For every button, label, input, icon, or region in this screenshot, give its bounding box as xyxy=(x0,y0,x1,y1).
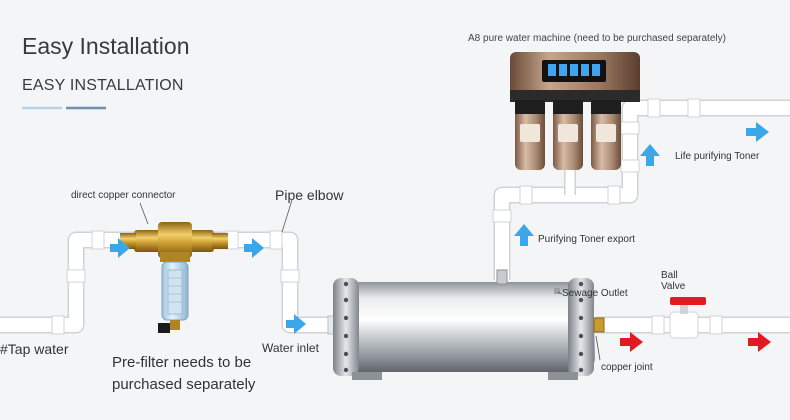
arrow-right-red-icon xyxy=(748,332,771,352)
copper-joint-label: copper joint xyxy=(601,362,653,373)
water-inlet-label: Water inlet xyxy=(262,341,319,355)
toner-export-label: Purifying Toner export xyxy=(538,234,636,245)
flow-arrows xyxy=(110,122,771,352)
arrow-up-blue-icon xyxy=(514,224,534,246)
pre-filter xyxy=(120,222,228,333)
prefilter-label-line2: purchased separately xyxy=(112,376,256,393)
arrow-up-blue-icon xyxy=(640,144,660,166)
arrow-right-blue-icon xyxy=(110,238,130,258)
sewage-outlet-label: Sewage Outlet xyxy=(562,288,628,299)
arrow-right-blue-icon xyxy=(746,122,769,142)
copper-connector-label: direct copper connector xyxy=(71,190,176,201)
prefilter-label-line1: Pre-filter needs to be xyxy=(112,354,252,371)
tap-water-label: #Tap water xyxy=(0,341,69,357)
page-title: Easy Installation xyxy=(22,33,190,59)
leader-lines xyxy=(139,199,601,361)
arrow-right-blue-icon xyxy=(286,314,306,334)
life-toner-label: Life purifying Toner xyxy=(675,151,760,162)
pipe-couplings xyxy=(51,98,723,335)
ball-valve xyxy=(669,297,706,339)
a8-pure-water-machine xyxy=(510,52,640,170)
arrow-right-red-icon xyxy=(620,332,643,352)
arrow-right-blue-icon xyxy=(244,238,264,258)
ball-valve-label-line2: Valve xyxy=(661,281,686,292)
machine-label: A8 pure water machine (need to be purcha… xyxy=(468,33,726,44)
ultrafiltration-tank xyxy=(327,269,605,380)
pipe-elbow-label: Pipe elbow xyxy=(275,187,344,203)
ball-valve-label-line1: Ball xyxy=(661,270,678,281)
page-subtitle: EASY INSTALLATION xyxy=(22,77,184,94)
